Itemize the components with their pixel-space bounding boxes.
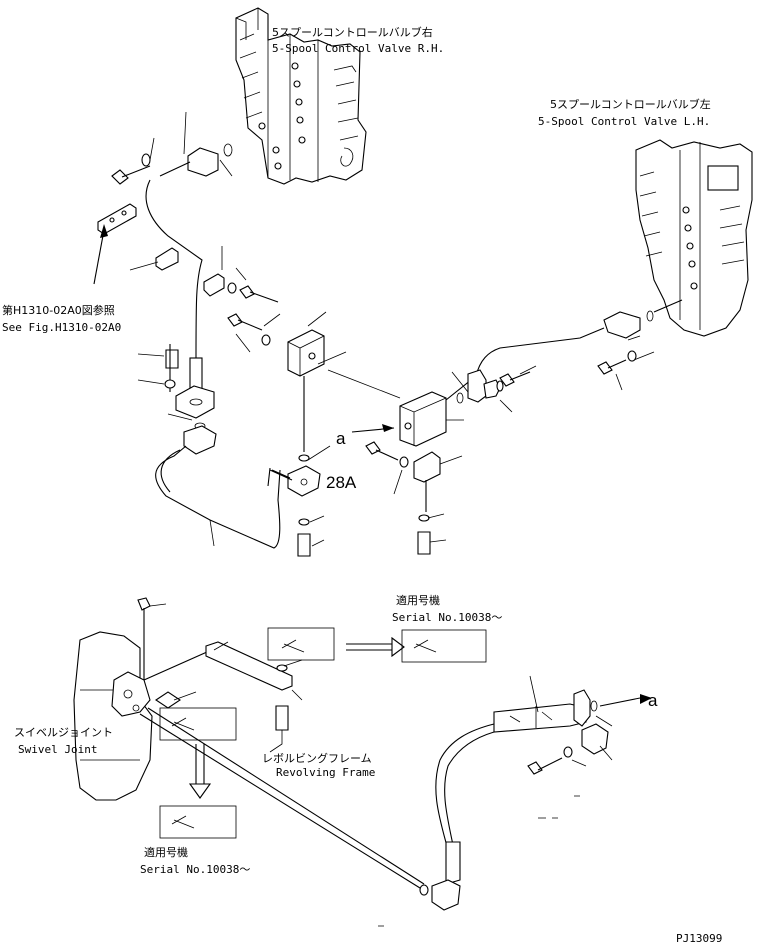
figure-code: PJ13099 xyxy=(676,932,722,945)
valve-rh-label-jp: 5スプールコントロールバルブ右 xyxy=(272,25,433,39)
serial-upper-label-en: Serial No.10038～ xyxy=(392,611,502,624)
control-valve-rh xyxy=(235,7,367,185)
serial-lower-label-jp: 適用号機 xyxy=(144,845,188,859)
center-junction-block xyxy=(267,311,401,557)
reference-label-en: See Fig.H1310-02A0 xyxy=(2,321,121,334)
lower-right-hose xyxy=(378,675,652,927)
left-pipe-assembly xyxy=(137,179,281,549)
valve-lh-label-en: 5-Spool Control Valve L.H. xyxy=(538,115,710,128)
lh-fittings xyxy=(451,299,683,413)
mark-a-left: a xyxy=(336,429,346,448)
reference-bracket xyxy=(93,203,137,285)
serial-callout-upper xyxy=(267,627,487,663)
swivel-label-en: Swivel Joint xyxy=(18,743,97,756)
upper-bolt-and-flange xyxy=(111,111,233,185)
valve-rh-label-en: 5-Spool Control Valve R.H. xyxy=(272,42,444,55)
clamp-set-upper xyxy=(129,246,281,353)
valve-lh-label-jp: 5スプールコントロールバルブ左 xyxy=(550,97,711,111)
serial-callout-lower xyxy=(159,707,237,839)
revolving-label-jp: レボルビングフレーム xyxy=(262,751,372,765)
serial-upper-label-jp: 適用号機 xyxy=(396,593,440,607)
lower-hose-run xyxy=(139,641,425,889)
control-valve-lh xyxy=(635,139,753,337)
reference-label-jp: 第H1310-02A0図参照 xyxy=(2,303,115,317)
mark-a-right: a xyxy=(648,691,658,710)
serial-lower-label-en: Serial No.10038～ xyxy=(140,863,250,876)
revolving-label-en: Revolving Frame xyxy=(276,766,375,779)
right-junction-block xyxy=(351,327,605,555)
part-28a-label: 28A xyxy=(326,473,357,492)
swivel-label-jp: スイベルジョイント xyxy=(14,726,113,739)
swivel-joint xyxy=(73,597,167,801)
